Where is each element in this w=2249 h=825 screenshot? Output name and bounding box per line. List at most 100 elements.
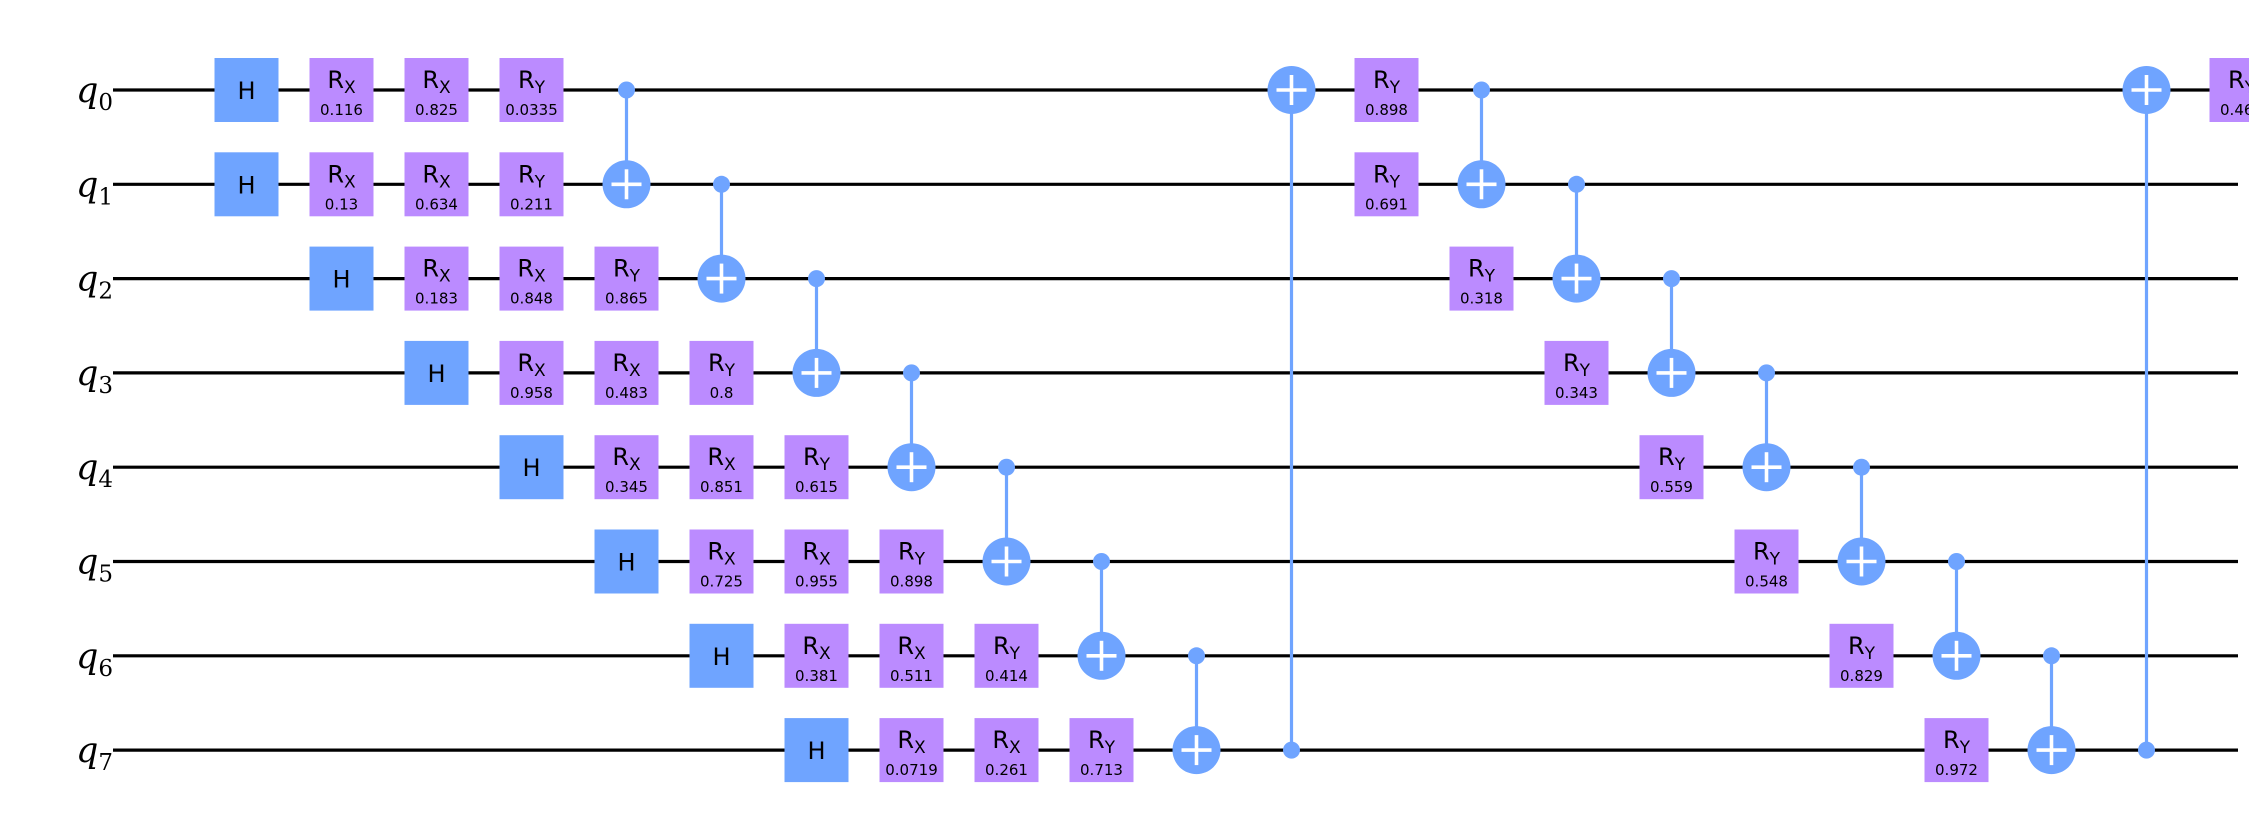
- rx-gate: RX0.825: [404, 58, 469, 122]
- cnot-control-dot: [1093, 553, 1110, 570]
- rotation-gate-box: [1354, 58, 1419, 122]
- h-gate-label: H: [427, 360, 445, 388]
- cnot-gate: [697, 175, 746, 303]
- rotation-gate-label: RY: [1088, 726, 1116, 758]
- rotation-gate-box: [784, 435, 849, 500]
- rotation-gate-label: RY: [2228, 66, 2249, 98]
- h-gate: H: [689, 623, 754, 688]
- rotation-gate-label: RY: [1753, 538, 1781, 570]
- ry-gate: RY0.972: [1924, 718, 1989, 783]
- cnot-control-dot: [1473, 81, 1490, 99]
- rx-gate: RX0.634: [404, 152, 469, 217]
- cnot-control-dot: [1188, 647, 1205, 665]
- ry-gate: RY0.713: [1069, 718, 1134, 783]
- rotation-gate-label: RY: [898, 538, 926, 570]
- rotation-gate-label: RY: [518, 66, 546, 98]
- h-gate-box: [594, 529, 659, 594]
- rotation-gate-parameter: 0.116: [320, 101, 363, 119]
- rotation-gate-box: [784, 529, 849, 594]
- rotation-gate-label: RX: [802, 632, 831, 664]
- rx-gate: RX0.483: [594, 340, 659, 405]
- rx-gate: RX 0.0719: [879, 718, 944, 783]
- rotation-gate-parameter: 0.851: [700, 478, 743, 496]
- rotation-gate-parameter: 0.898: [1365, 101, 1408, 119]
- rotation-gate-box: [1449, 246, 1514, 311]
- rotation-gate-box: [404, 246, 469, 311]
- h-gate: H: [499, 435, 564, 500]
- cnot-control-dot: [2138, 741, 2155, 759]
- gates: HHRX0.116RX0.13HRX0.825RX0.634RX0.183HRY…: [214, 58, 2249, 783]
- qubit-label-q6: q6: [76, 637, 113, 682]
- rotation-gate-box: [309, 58, 374, 122]
- rotation-gate-parameter: 0.865: [605, 290, 648, 308]
- ry-gate: RY0.343: [1544, 340, 1609, 405]
- rx-gate: RX0.725: [689, 529, 754, 594]
- rotation-gate-label: RX: [992, 726, 1021, 758]
- rotation-gate-label: RY: [518, 160, 546, 192]
- rotation-gate-label: RX: [707, 538, 736, 570]
- ry-gate: RY0.559: [1639, 435, 1704, 500]
- rotation-gate-box: [1544, 340, 1609, 405]
- rx-gate: RX0.511: [879, 623, 944, 688]
- rotation-gate-label: RY: [1468, 255, 1496, 287]
- cnot-control-dot: [713, 175, 730, 193]
- rotation-gate-box: [879, 718, 944, 783]
- rotation-gate-label: RX: [422, 160, 451, 192]
- rotation-gate-box: [1829, 623, 1894, 688]
- h-gate-box: [404, 340, 469, 405]
- cnot-control-dot: [1853, 458, 1870, 476]
- ry-gate: RY 0.548: [1734, 529, 1799, 594]
- rotation-gate-parameter: 0.0719: [885, 761, 938, 779]
- rotation-gate-parameter: 0.548: [1745, 573, 1788, 591]
- rotation-gate-label: RX: [422, 66, 451, 98]
- ry-gate: RY0.898: [1354, 58, 1419, 122]
- rotation-gate-box: [1639, 435, 1704, 500]
- rotation-gate-box: [689, 340, 754, 405]
- rotation-gate-label: RY: [1373, 160, 1401, 192]
- h-gate-box: [309, 246, 374, 311]
- rotation-gate-parameter: 0.343: [1555, 384, 1598, 402]
- rotation-gate-box: [2209, 58, 2249, 122]
- rotation-gate-box: [404, 152, 469, 217]
- rx-gate: RX0.955: [784, 529, 849, 594]
- h-gate: H: [309, 246, 374, 311]
- rx-gate: RX0.381: [784, 623, 849, 688]
- h-gate-label: H: [617, 549, 635, 577]
- rotation-gate-label: RX: [327, 66, 356, 98]
- rotation-gate-box: [1069, 718, 1134, 783]
- rotation-gate-box: [499, 340, 564, 405]
- rotation-gate-parameter: 0.468: [2220, 101, 2249, 119]
- rotation-gate-parameter: 0.345: [605, 478, 648, 496]
- rotation-gate-parameter: 0.261: [985, 761, 1028, 779]
- rx-gate: RX 0.261: [974, 718, 1039, 783]
- h-gate-label: H: [237, 77, 255, 105]
- h-gate-box: [689, 623, 754, 688]
- qubit-label-q2: q2: [76, 260, 113, 305]
- rx-gate: RX0.848: [499, 246, 564, 311]
- ry-gate: RY0.414: [974, 623, 1039, 688]
- rotation-gate-box: [1924, 718, 1989, 783]
- cnot-gate: [887, 364, 936, 492]
- rotation-gate-label: RY: [803, 443, 831, 475]
- rx-gate: RX0.13: [309, 152, 374, 217]
- cnot-gate: [2122, 66, 2171, 759]
- rotation-gate-box: [689, 435, 754, 500]
- cnot-control-dot: [2043, 647, 2060, 665]
- rotation-gate-parameter: 0.183: [415, 290, 458, 308]
- rotation-gate-box: [784, 623, 849, 688]
- cnot-control-dot: [1948, 553, 1965, 570]
- ry-gate: RY0.615: [784, 435, 849, 500]
- rx-gate: RX0.183: [404, 246, 469, 311]
- rotation-gate-label: RX: [897, 726, 926, 758]
- h-gate: H: [404, 340, 469, 405]
- h-gate-label: H: [332, 266, 350, 294]
- rotation-gate-parameter: 0.0335: [505, 101, 558, 119]
- cnot-control-dot: [618, 81, 635, 99]
- rotation-gate-label: RX: [517, 255, 546, 287]
- rx-gate: RX0.958: [499, 340, 564, 405]
- rx-gate: RX 0.116: [309, 58, 374, 122]
- cnot-control-dot: [1663, 270, 1680, 288]
- h-gate: H: [214, 58, 279, 122]
- rotation-gate-box: [499, 58, 564, 122]
